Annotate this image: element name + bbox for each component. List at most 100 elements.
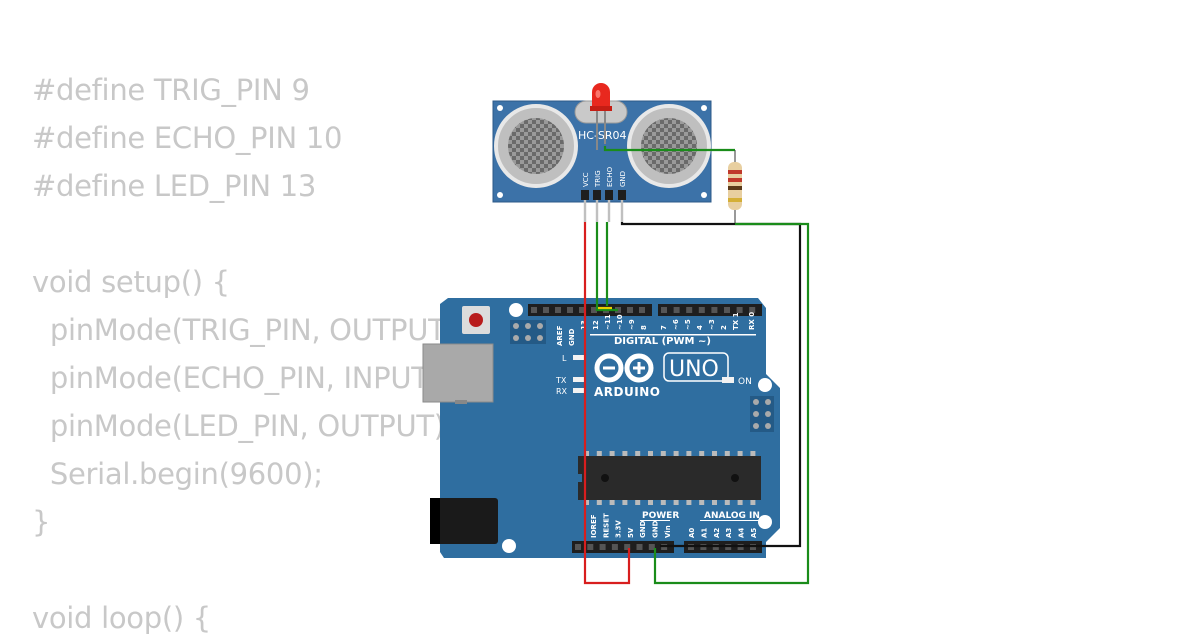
digital-pin-label: 4 [696, 325, 704, 330]
code-line: Serial.begin(9600); [32, 457, 323, 491]
svg-text:TX: TX [555, 376, 567, 385]
transducer-right [627, 104, 711, 188]
chip-pin [635, 500, 641, 505]
header-pin [555, 307, 561, 313]
sensor-pin-header [581, 190, 589, 200]
sensor-pin-header [618, 190, 626, 200]
header-pin [648, 544, 655, 550]
mounting-hole [758, 515, 772, 529]
header-pin [543, 307, 549, 313]
sensor-pin-label: ECHO [606, 166, 614, 187]
chip-pin [737, 500, 743, 505]
icsp-header [510, 320, 546, 344]
chip-pin [660, 451, 666, 456]
power-label: POWER [642, 511, 679, 521]
digital-pin-label: ~3 [708, 319, 716, 330]
digital-pin-label: AREF [556, 325, 564, 346]
header-pin [611, 544, 618, 550]
code-line: pinMode(LED_PIN, OUTPUT); [32, 409, 455, 443]
header-pin [587, 544, 594, 550]
analog-pin-label: A4 [738, 528, 746, 538]
chip-pin [584, 451, 589, 456]
chip-pin [648, 500, 653, 505]
svg-text:L: L [562, 354, 567, 363]
analog-pin-label: A2 [713, 528, 721, 538]
led-on-indicator [722, 377, 734, 383]
power-pin-label: GND [639, 520, 647, 538]
digital-pin-label: ~11 [604, 314, 612, 330]
code-line: #define TRIG_PIN 9 [32, 73, 310, 107]
resistor [728, 150, 742, 224]
chip-pin [584, 500, 589, 505]
header-pin [661, 307, 667, 313]
header-pin [724, 307, 730, 313]
sensor-pin-label: TRIG [594, 170, 602, 188]
header-pin [736, 307, 743, 313]
chip-pin [660, 500, 666, 505]
board-model: UNO [669, 357, 719, 382]
usb-connector [422, 343, 494, 403]
svg-text:ON: ON [738, 377, 752, 387]
header-pin [567, 307, 573, 313]
wire-led-resistor [603, 146, 735, 152]
led-rx-indicator [573, 388, 585, 393]
sensor-pin [607, 200, 611, 222]
chip-pin [673, 500, 679, 505]
digital-pin-label: ~10 [616, 314, 624, 330]
mounting-hole [502, 539, 516, 553]
power-header [572, 541, 674, 553]
chip-pin [724, 451, 730, 456]
sensor-pin [620, 200, 624, 222]
header-pin [639, 307, 645, 313]
header-pin [673, 307, 680, 313]
power-jack [430, 498, 498, 544]
chip-pin [750, 451, 756, 456]
digital-pin-label: ~6 [672, 319, 680, 330]
chip-pin [750, 500, 756, 505]
header-pin [627, 307, 633, 313]
power-pin-label: 5V [627, 527, 635, 538]
chip-pin [712, 451, 717, 456]
chip-pin [609, 451, 615, 456]
digital-pin-label: ~5 [684, 319, 692, 330]
header-pin [579, 307, 585, 313]
chip-pin [609, 500, 615, 505]
digital-header-label: DIGITAL (PWM ~) [614, 336, 711, 347]
chip-pin [737, 451, 743, 456]
sensor-pin [583, 200, 587, 222]
chip-pin [686, 500, 692, 505]
code-line: #define LED_PIN 13 [32, 169, 317, 203]
board-brand: ARDUINO [594, 385, 660, 399]
digital-pin-label: 12 [592, 320, 600, 330]
red-led [590, 83, 612, 150]
power-pin-label: 3.3V [615, 520, 623, 538]
analog-pin-label: A3 [725, 528, 733, 538]
chip-pin [596, 500, 602, 505]
sensor-pin-header [605, 190, 613, 200]
sensor-model-label: HC-SR04 [578, 129, 627, 142]
mounting-hole [509, 303, 523, 317]
analog-label: ANALOG IN [704, 511, 760, 521]
icsp-header-right [750, 396, 774, 432]
header-pin [636, 544, 643, 550]
header-pin [711, 307, 718, 313]
power-pin-label: Vin [664, 525, 672, 538]
digital-pin-label: 8 [640, 325, 648, 330]
chip-pin [635, 451, 641, 456]
header-pin [575, 544, 581, 550]
sensor-pin [595, 200, 599, 222]
digital-pin-label: TX 1 [732, 312, 740, 330]
svg-text:RX: RX [556, 387, 568, 396]
chip-pin [699, 500, 705, 505]
analog-pin-label: A5 [750, 528, 758, 538]
header-pin [591, 307, 597, 313]
wire-resistor-gnd [653, 222, 810, 585]
header-pin [624, 544, 631, 550]
code-line: #define ECHO_PIN 10 [32, 121, 343, 155]
chip-pin [596, 451, 602, 456]
atmega-chip [578, 456, 761, 500]
transducer-left [494, 104, 578, 188]
